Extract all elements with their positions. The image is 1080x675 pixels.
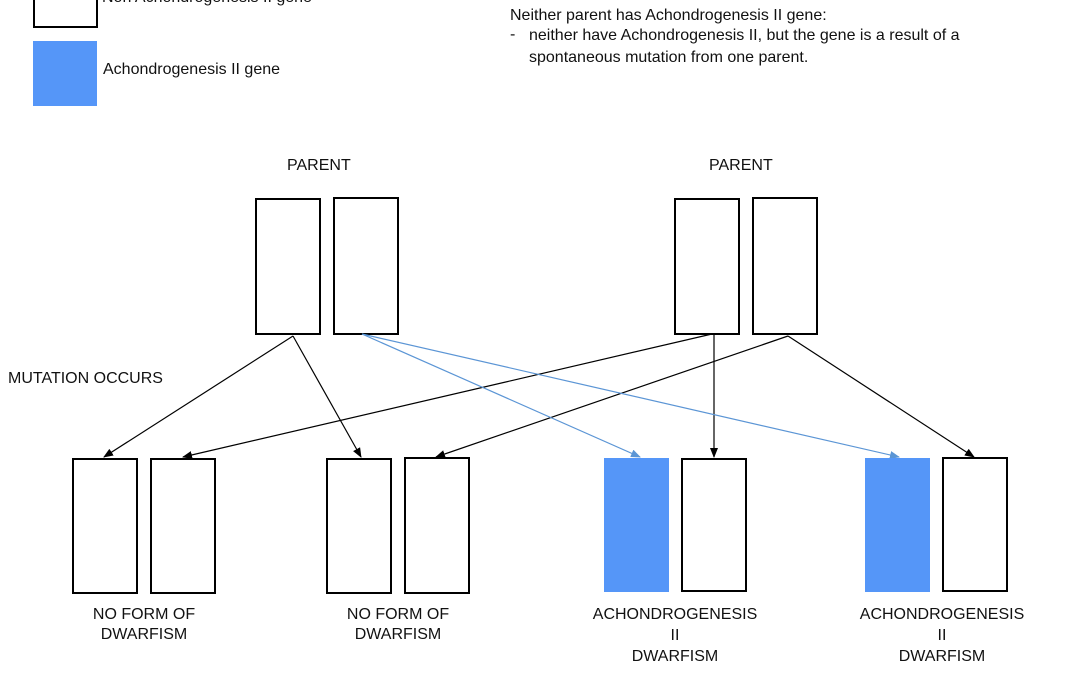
offspring-3-label: ACHONDROGENESIS II DWARFISM xyxy=(580,604,770,667)
offspring-4-mutated-gene xyxy=(865,458,930,592)
offspring-4-label: ACHONDROGENESIS II DWARFISM xyxy=(847,604,1037,667)
legend-normal-swatch xyxy=(33,0,98,28)
description-line-2: spontaneous mutation from one parent. xyxy=(529,49,809,66)
offspring-3-label-line-3: DWARFISM xyxy=(631,648,719,665)
legend-normal-label: Non Achondrogenesis II gene xyxy=(102,0,312,8)
offspring-2-gene-2 xyxy=(404,457,470,594)
mutation-arrow-to-offspring-3 xyxy=(361,333,641,458)
parent-left-label: PARENT xyxy=(287,157,351,174)
offspring-3-label-line-1: ACHONDROGENESIS xyxy=(592,606,758,623)
arrow-left-parent-to-offspring-2 xyxy=(292,335,362,458)
offspring-4-label-line-2: II xyxy=(937,627,947,644)
offspring-4-gene-2 xyxy=(942,457,1008,592)
parent-left-gene-2 xyxy=(333,197,399,335)
bullet-marker: - xyxy=(510,26,516,43)
arrow-right-parent-to-offspring-2 xyxy=(435,335,789,458)
offspring-2-label: NO FORM OF DWARFISM xyxy=(318,605,478,645)
offspring-2-gene-1 xyxy=(326,458,392,594)
description-heading: Neither parent has Achondrogenesis II ge… xyxy=(510,7,827,24)
offspring-3-mutated-gene xyxy=(604,458,669,592)
arrow-left-parent-to-offspring-1 xyxy=(103,335,294,458)
mutation-occurs-label: MUTATION OCCURS xyxy=(8,370,163,387)
legend-mutated-label: Achondrogenesis II gene xyxy=(103,61,281,78)
offspring-2-label-line-1: NO FORM OF xyxy=(346,606,450,623)
parent-right-gene-2 xyxy=(752,197,818,335)
offspring-1-label: NO FORM OF DWARFISM xyxy=(64,605,224,645)
parent-right-label: PARENT xyxy=(709,157,773,174)
offspring-1-gene-2 xyxy=(150,458,216,594)
description-line-1: neither have Achondrogenesis II, but the… xyxy=(529,27,960,44)
parent-left-gene-1 xyxy=(255,198,321,335)
offspring-2-label-line-2: DWARFISM xyxy=(354,626,442,643)
offspring-1-gene-1 xyxy=(72,458,138,594)
arrow-right-parent-to-offspring-4 xyxy=(787,335,975,458)
offspring-1-label-line-1: NO FORM OF xyxy=(92,606,196,623)
offspring-4-label-line-1: ACHONDROGENESIS xyxy=(859,606,1025,623)
parent-right-gene-1 xyxy=(674,198,740,335)
offspring-1-label-line-2: DWARFISM xyxy=(100,626,188,643)
legend-mutated-swatch xyxy=(33,41,97,106)
arrow-right-parent-to-offspring-1 xyxy=(182,333,713,459)
mutation-arrow-to-offspring-4 xyxy=(361,333,900,459)
offspring-3-label-line-2: II xyxy=(670,627,680,644)
offspring-4-label-line-3: DWARFISM xyxy=(898,648,986,665)
offspring-3-gene-2 xyxy=(681,458,747,592)
